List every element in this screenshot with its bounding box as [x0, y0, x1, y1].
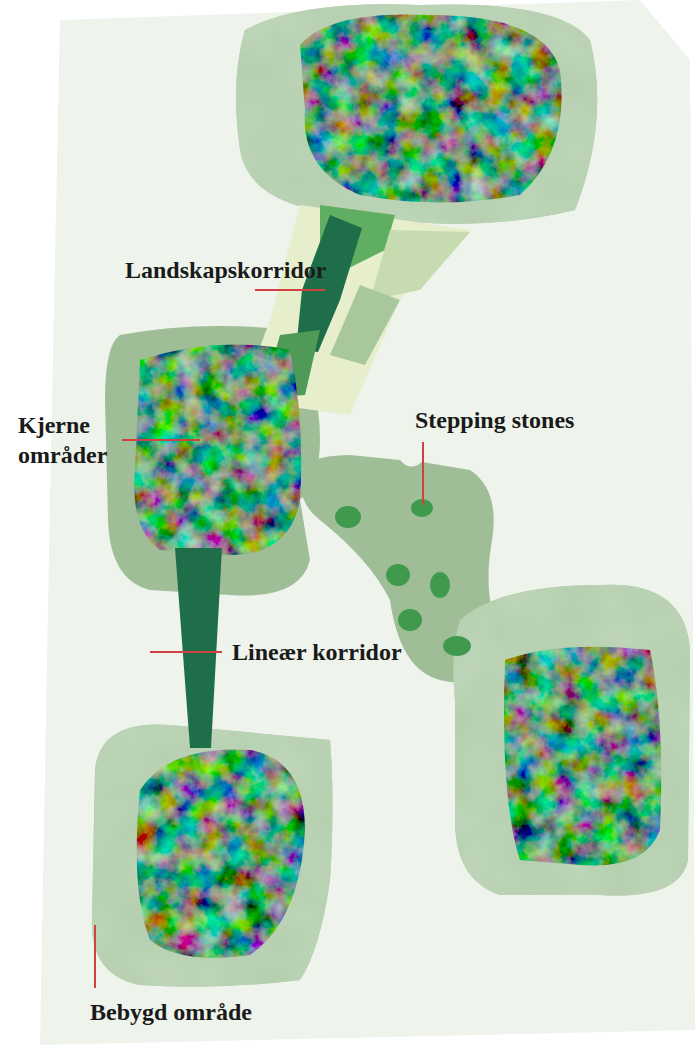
leader-lines	[95, 290, 423, 988]
linear-corridor	[175, 548, 222, 748]
buffer-zones	[92, 4, 690, 986]
area-label: Stepping stones	[415, 405, 574, 435]
area-label: Bebygd område	[90, 997, 252, 1027]
area-label: Landskapskorridor	[125, 255, 326, 285]
area-label: Lineær korridor	[232, 637, 402, 667]
stepping-stones	[335, 499, 471, 656]
area-label: Kjerne områder	[18, 410, 133, 470]
core-areas	[134, 14, 661, 957]
built-area-ground	[40, 0, 695, 1045]
buffer-texture	[92, 4, 690, 986]
